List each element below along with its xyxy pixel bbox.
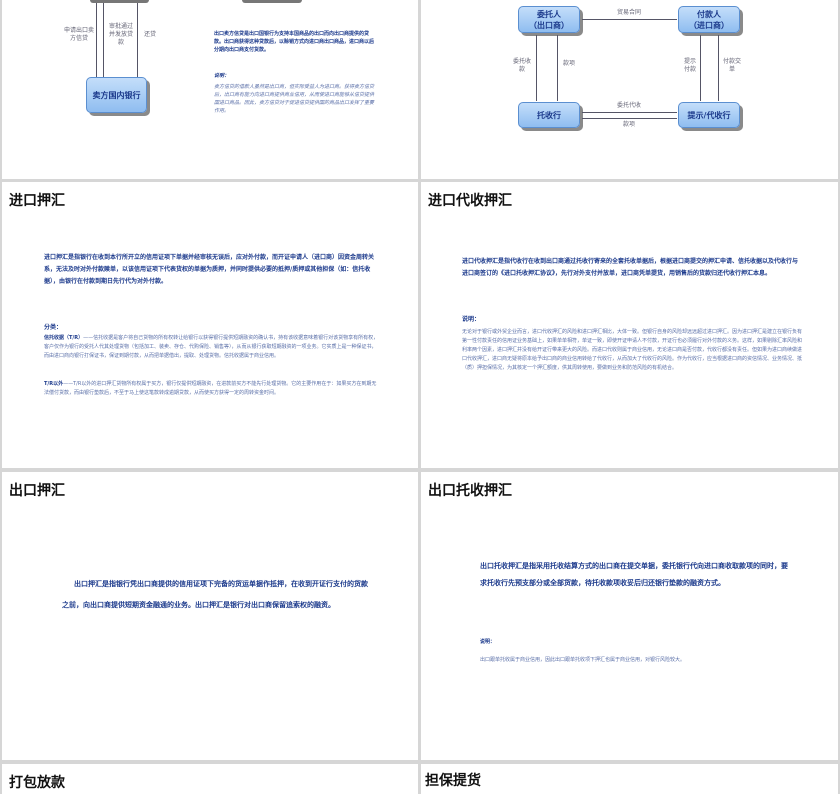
- arrow-line: [103, 3, 104, 77]
- principal-box: 委托人 （出口商）: [518, 6, 580, 33]
- class-title: 分类：: [44, 324, 63, 331]
- slide-text: 出口卖方信贷是出口国银行为支持本国商品的出口而向出口商提供的贷款。出口商获得这种…: [214, 31, 375, 53]
- arrow-collect: [582, 112, 677, 113]
- label-funds: 款项: [562, 60, 575, 67]
- slide-title: 进口代收押汇: [428, 193, 512, 209]
- item-body: ——T/R以外的进口押汇货物所有权属于买方，银行仅提供短期融资，在进款前买方不能…: [44, 381, 377, 396]
- slide-export-seller-credit[interactable]: 申请出口卖方信贷 审批通过并发放贷款 还贷 卖方国内银行 出口卖方信贷是出口国银…: [2, 0, 418, 179]
- remitting-bank-box: 托收行: [518, 102, 580, 128]
- slide-text: 出口托收押汇是指采用托收结算方式的出口商在提交单据，委托银行代向进口商收取款项的…: [480, 562, 788, 587]
- slide-title: 担保提货: [425, 773, 481, 789]
- label-repay: 还贷: [143, 31, 156, 38]
- item-body: ——信托收据是客户将自己货物的所有权转让给银行以获得银行提供短期融资的确认书，持…: [44, 335, 379, 359]
- drawee-box: 付款人 （进口商）: [678, 6, 740, 33]
- class-item-non-tr: T/R以外——T/R以外的进口押汇货物所有权属于买方，银行仅提供短期融资，在进款…: [44, 380, 380, 398]
- note-text: 无论对于银行或外贸企业而言，进口代收押汇的风险和进口押汇相比，大体一致。但银行自…: [462, 329, 803, 371]
- slide-text: 出口押汇是指银行凭出口商提供的信用证项下完备的货运单据作抵押，在收到开证行支付的…: [62, 580, 368, 609]
- note-title: 说明：: [462, 316, 481, 323]
- arrow-pay: [718, 35, 719, 101]
- label-contract: 贸易合同: [616, 9, 641, 16]
- slide-title: 打包放款: [9, 775, 65, 791]
- diagram-box-top-right: [242, 0, 302, 3]
- slide-export-bill[interactable]: 出口押汇 出口押汇是指银行凭出口商提供的信用证项下完备的货运单据作抵押，在收到开…: [2, 472, 418, 760]
- label-entrust: 委托收款: [512, 58, 531, 73]
- label-funds-back: 款项: [622, 121, 635, 128]
- item-head: 信托收据（T/R）: [44, 335, 84, 341]
- label-apply: 申请出口卖方信贷: [64, 27, 95, 42]
- slide-import-bill[interactable]: 进口押汇 进口押汇是指银行在收到本行所开立的信用证项下单据并经审核无误后，应对外…: [2, 182, 418, 468]
- arrow-funds-back: [582, 118, 677, 119]
- slide-text: 进口代收押汇是指代收行在收到出口商通过托收行寄来的全套托收单据后，根据进口商提交…: [462, 258, 799, 277]
- slide-guarantee-delivery[interactable]: 担保提货: [421, 764, 838, 794]
- label-approve: 审批通过并发放贷款: [109, 23, 134, 46]
- arrow-entrust: [536, 35, 537, 101]
- arrow-present: [700, 35, 701, 101]
- note-title: 说明：: [480, 639, 496, 645]
- arrow-funds: [557, 35, 558, 101]
- class-item-tr: 信托收据（T/R）——信托收据是客户将自己货物的所有权转让给银行以获得银行提供短…: [44, 334, 380, 361]
- arrow-line: [137, 3, 138, 77]
- slide-export-collection-bill[interactable]: 出口托收押汇 出口托收押汇是指采用托收结算方式的出口商在提交单据，委托银行代向进…: [421, 472, 838, 760]
- slide-collection-diagram[interactable]: 委托人 （出口商） 付款人 （进口商） 托收行 提示/代收行 贸易合同 委托收款…: [421, 0, 838, 179]
- note-text: 卖方信贷的借款人虽然是出口商，但实际受益人为进口商。获得卖方信贷后，出口商有能力…: [214, 84, 375, 114]
- label-pay: 付款交单: [722, 58, 741, 73]
- slide-title: 出口押汇: [9, 483, 65, 499]
- slide-import-collection-bill[interactable]: 进口代收押汇 进口代收押汇是指代收行在收到出口商通过托收行寄来的全套托收单据后，…: [421, 182, 838, 468]
- seller-bank-box: 卖方国内银行: [86, 77, 147, 113]
- slide-packing-loan[interactable]: 打包放款: [2, 764, 418, 794]
- slide-title: 出口托收押汇: [428, 483, 512, 499]
- label-present: 提示付款: [683, 58, 696, 73]
- item-head: T/R以外: [44, 381, 64, 387]
- arrow-line: [96, 3, 97, 77]
- slide-title: 进口押汇: [9, 193, 65, 209]
- label-collect: 委托代收: [616, 102, 641, 109]
- slide-text: 进口押汇是指银行在收到本行所开立的信用证项下单据并经审核无误后，应对外付款，而开…: [44, 254, 375, 285]
- note-text: 出口跟单托收属于商业信用，因此出口跟单托收项下押汇也属于商业信用，对银行风险较大…: [480, 657, 686, 663]
- diagram-box-top: [90, 0, 149, 3]
- collecting-bank-box: 提示/代收行: [678, 102, 740, 128]
- arrow-contract: [582, 19, 677, 20]
- note-title: 说明：: [214, 73, 230, 79]
